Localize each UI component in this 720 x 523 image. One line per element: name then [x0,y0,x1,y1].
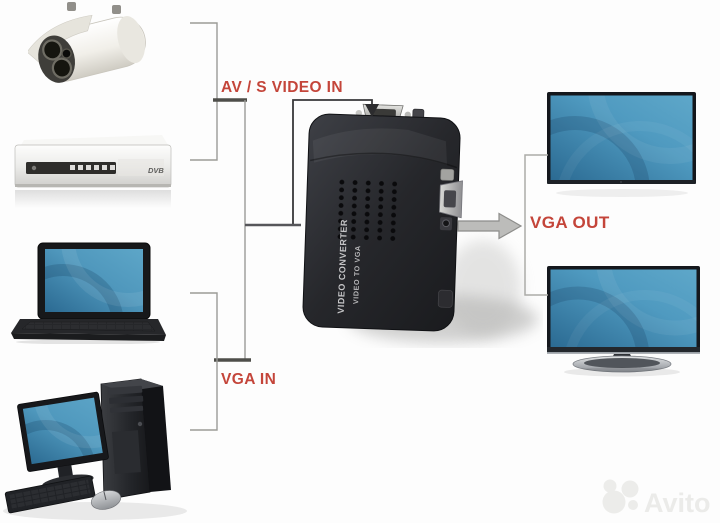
monitor-bottom-wallpaper-arcs [550,269,697,348]
converter-subtitle: VIDEO TO VGA [351,245,362,304]
camera-rear-cap [117,16,145,64]
laptop-icon [11,242,166,344]
converter-vent-holes [336,178,399,243]
dvd-player-icon: DVB [14,135,172,208]
camera-ir-led [42,39,63,61]
converter-top-sheen [312,128,448,166]
desktop-screen [22,397,103,465]
laptop-shadow [16,339,160,344]
laptop-keyboard [21,321,156,332]
line-to-top-port [292,99,373,225]
right-arrow-icon [457,212,523,240]
desktop-mouse [90,490,122,510]
laptop-screen [45,249,143,312]
camera-ir-led [51,57,73,79]
converter-seam [309,152,458,169]
dvd-badge: DVB [148,166,164,175]
monitor-top-screen [550,95,693,181]
converter-side-vga-port [439,168,463,231]
monitor-bottom-silver-edge [547,352,700,354]
converter-shadow-right [445,240,521,336]
bracket-monitors [524,154,548,296]
desktop-computer-icon [3,378,187,520]
desktop-keyboard [4,475,96,514]
monitor-stand-base-inner [584,358,660,368]
avito-watermark-text: Avito [644,488,711,518]
monitor-bottom-shadow [564,367,680,377]
down-arrow-icon [365,104,379,117]
label-av-s-video-in: AV / S VIDEO IN [221,79,343,96]
monitor-bottom-icon [547,266,700,377]
label-vga-out: VGA OUT [530,213,610,232]
camera-mount-screws [67,2,121,14]
dvd-reflection [15,190,171,208]
monitor-top-wallpaper-arcs [550,95,693,181]
converter-title: VIDEO CONVERTER [336,219,349,314]
monitor-bottom-bottom-bezel [547,347,700,353]
converter-bottom-port [437,289,453,308]
bracket-camera-dvd [190,22,218,161]
monitor-bottom-screen [550,269,697,348]
monitor-top-shadow [556,189,688,197]
desktop-tower [100,378,171,501]
bracket-laptop-desktop [190,292,218,431]
video-converter-icon: VIDEO CONVERTER VIDEO TO VGA [302,103,538,343]
camera-lens [61,48,72,59]
monitor-top-icon [547,92,696,197]
dvd-tray-panel [118,159,164,176]
label-vga-in: VGA IN [221,371,277,388]
avito-watermark: Avito [602,479,711,518]
laptop-front-edge [11,333,166,341]
desktop-shadow [3,502,187,520]
cctv-camera-icon [28,2,146,83]
laptop-wallpaper-arcs [45,249,143,312]
avito-logo-icon [602,479,639,514]
dvd-base-edge [15,184,171,187]
dvd-power-led [31,165,37,171]
monitor-top-power-led [620,181,622,183]
dvd-buttons [70,165,115,170]
